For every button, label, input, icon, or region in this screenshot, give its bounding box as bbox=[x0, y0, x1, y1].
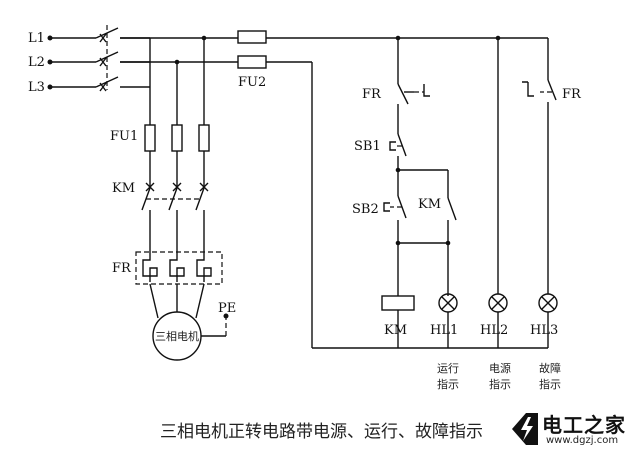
hl1-label: HL1 bbox=[430, 323, 458, 338]
l1-label: L1 bbox=[28, 31, 45, 46]
pe-ground bbox=[201, 313, 229, 337]
supply-lines bbox=[47, 35, 96, 90]
hl3-desc-2: 指示 bbox=[539, 377, 561, 391]
site-logo: 电工之家 www.dgzj.com bbox=[506, 405, 640, 455]
hl1-desc-1: 运行 bbox=[437, 362, 459, 375]
hl3-desc-1: 故障 bbox=[539, 361, 561, 375]
logo-url: www.dgzj.com bbox=[546, 435, 619, 446]
km-coil-label: KM bbox=[384, 323, 407, 338]
lightning-logo-icon bbox=[512, 413, 538, 445]
fr-main-label: FR bbox=[112, 261, 132, 276]
diagram-caption: 三相电机正转电路带电源、运行、故障指示 bbox=[160, 422, 483, 442]
hl2-lamp bbox=[488, 293, 508, 313]
sb1-stop-button bbox=[389, 133, 407, 196]
fu2-bottom-fuse bbox=[237, 55, 267, 69]
fu1-label: FU1 bbox=[110, 129, 138, 144]
fr-thermal-relay bbox=[135, 251, 223, 285]
hl2-desc-1: 电源 bbox=[489, 361, 511, 375]
km-aux-contact bbox=[447, 197, 457, 221]
sb2-start-button bbox=[383, 195, 407, 219]
motor-label: 三相电机 bbox=[155, 329, 199, 343]
fr-nc-label: FR bbox=[362, 87, 382, 102]
km-main-contacts bbox=[141, 182, 209, 211]
hl2-desc-2: 指示 bbox=[489, 377, 511, 391]
hl3-lamp bbox=[538, 293, 558, 313]
hl2-label: HL2 bbox=[480, 323, 508, 338]
fr-no-contact bbox=[522, 79, 557, 101]
fr-no-label: FR bbox=[562, 87, 582, 102]
fr-nc-contact bbox=[397, 83, 430, 134]
hl3-label: HL3 bbox=[530, 323, 558, 338]
fu1-fuses bbox=[144, 124, 210, 152]
km-main-label: KM bbox=[112, 181, 135, 196]
main-switch-qs bbox=[95, 25, 150, 92]
km-aux-label: KM bbox=[418, 197, 441, 212]
hl1-desc-2: 指示 bbox=[437, 377, 459, 391]
pe-label: PE bbox=[218, 301, 236, 316]
km-coil bbox=[381, 295, 415, 311]
l3-label: L3 bbox=[28, 80, 45, 95]
fu2-label: FU2 bbox=[238, 75, 266, 90]
hl1-lamp bbox=[438, 293, 458, 313]
l2-label: L2 bbox=[28, 55, 45, 70]
fu2-top-fuse bbox=[237, 30, 267, 44]
logo-name: 电工之家 bbox=[542, 413, 626, 437]
sb1-label: SB1 bbox=[354, 139, 381, 154]
sb2-label: SB2 bbox=[352, 202, 379, 217]
